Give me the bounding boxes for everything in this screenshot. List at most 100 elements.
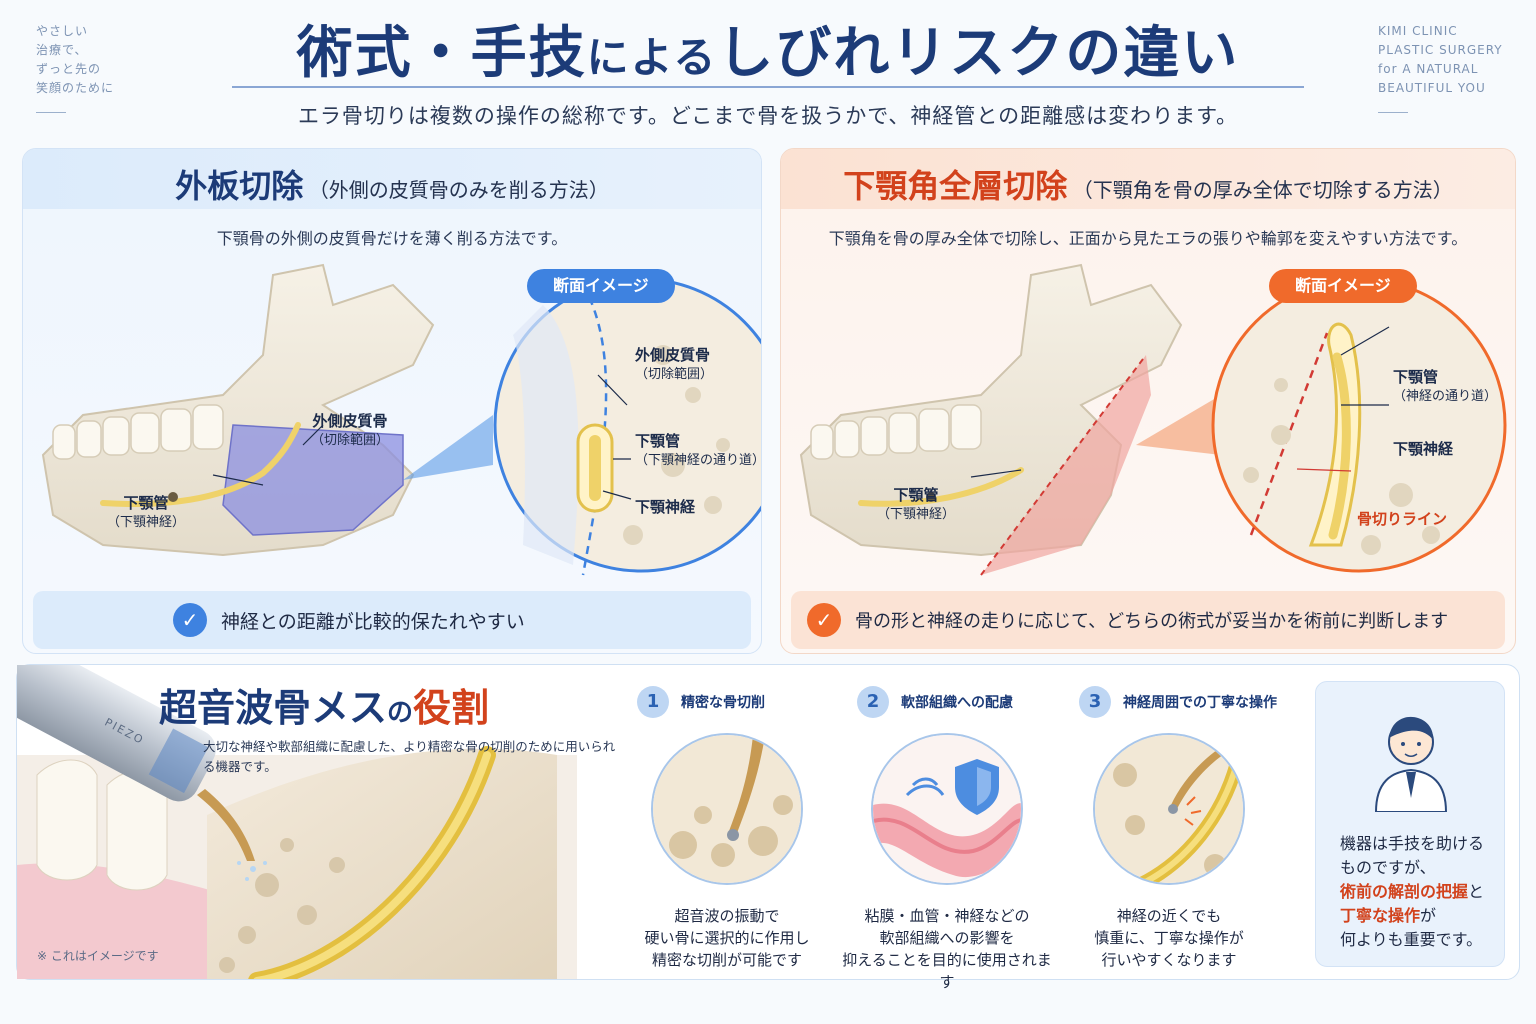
page-title-part2: による <box>586 33 718 82</box>
jaw-label-cortical-main: 外側皮質骨 <box>312 412 388 430</box>
step-soft-tissue-care: 2 軟部組織への配慮 粘膜・血管・神経などの 軟部組織への影響を 抑えることを目… <box>842 685 1067 991</box>
check-text: 骨の形と神経の走りに応じて、どちらの術式が妥当かを術前に判断します <box>855 611 1449 632</box>
circle-label-cortical: 外側皮質骨 （切除範囲） <box>635 345 713 385</box>
panel-header: 外板切除 （外側の皮質骨のみを削る方法） <box>23 149 761 209</box>
circle-label-canal-sub: （神経の通り道） <box>1393 389 1498 404</box>
jaw-label-canal-sub: （下顎神経） <box>877 507 956 522</box>
doctor-message-highlight: 術前の解剖の把握 <box>1340 882 1469 901</box>
step-image <box>651 733 803 885</box>
doctor-message-line: 機器は手技を助ける <box>1340 834 1485 853</box>
step-number: 3 <box>1079 686 1111 718</box>
doctor-message-highlight: 丁寧な操作 <box>1340 906 1421 925</box>
section-title: 超音波骨メスの役割 <box>159 677 489 732</box>
step-careful-operation: 3 神経周囲での丁寧な操作 神経の近くでも 慎重に、丁寧な操作が 行いやすくなり… <box>1079 685 1289 969</box>
jaw-label-canal-main: 下顎管 <box>123 494 169 512</box>
step-header: 2 軟部組織への配慮 <box>857 685 1067 719</box>
panel-outer-plate-resection: 外板切除 （外側の皮質骨のみを削る方法） 下顎骨の外側の皮質骨だけを薄く削る方法… <box>22 148 762 654</box>
doctor-message-line: ものですが、 <box>1340 858 1436 877</box>
tagline-left: やさしい 治療で、 ずっと先の 笑顔のために <box>36 22 114 113</box>
step-description-line: 抑えることを目的に使用されます <box>842 951 1052 991</box>
tagline-right-line: for A NATURAL <box>1378 62 1479 76</box>
panel-title: 下顎角全層切除 （下顎角を骨の厚み全体で切除する方法） <box>781 161 1515 207</box>
step-description-line: 行いやすくなります <box>1101 951 1237 969</box>
cross-section-badge: 断面イメージ <box>1269 269 1417 303</box>
check-icon: ✓ <box>173 603 207 637</box>
step-description-line: 神経の近くでも <box>1116 907 1222 925</box>
step-image <box>871 733 1023 885</box>
circle-label-canal-sub: （下顎神経の通り道） <box>635 453 762 468</box>
doctor-message: 機器は手技を助ける ものですが、 術前の解剖の把握と 丁寧な操作が 何よりも重要… <box>1340 832 1500 952</box>
circle-label-nerve: 下顎神経 <box>635 498 696 516</box>
tagline-right-line: PLASTIC SURGERY <box>1378 43 1503 57</box>
step-description-line: 軟部組織への影響を <box>879 929 1015 947</box>
jaw-label-canal-main: 下顎管 <box>893 486 939 504</box>
step-description-line: 精密な切削が可能です <box>651 951 802 969</box>
check-bar: ✓ 骨の形と神経の走りに応じて、どちらの術式が妥当かを術前に判断します <box>791 591 1505 649</box>
tagline-left-line: やさしい <box>36 24 89 38</box>
jaw-label-cortical: 外側皮質骨 （切除範囲） <box>311 411 389 451</box>
step-title: 精密な骨切削 <box>681 695 765 711</box>
step-description-line: 粘膜・血管・神経などの <box>864 907 1030 925</box>
step-header: 1 精密な骨切削 <box>637 685 847 719</box>
tagline-left-line: ずっと先の <box>36 62 102 76</box>
jaw-illustration-left <box>41 263 761 576</box>
circle-label-canal-main: 下顎管 <box>635 432 681 450</box>
soft-tissue-shield-icon <box>873 735 1021 883</box>
step-description: 神経の近くでも 慎重に、丁寧な操作が 行いやすくなります <box>1059 905 1279 971</box>
step-header: 3 神経周囲での丁寧な操作 <box>1079 685 1289 719</box>
page-title: 術式・手技によるしびれリスクの違い <box>240 8 1296 89</box>
jaw-illustration-right <box>799 263 1507 576</box>
circle-label-canal: 下顎管 （神経の通り道） <box>1393 367 1497 407</box>
jaw-label-canal: 下顎管 （下顎神経） <box>877 485 955 525</box>
circle-label-canal-main: 下顎管 <box>1393 368 1439 386</box>
step-number: 2 <box>857 686 889 718</box>
page-subtitle: エラ骨切りは複数の操作の総称です。どこまで骨を扱うかで、神経管との距離感は変わり… <box>297 104 1239 128</box>
section-description: 大切な神経や軟部組織に配慮した、より精密な骨の切削のために用いられる機器です。 <box>203 739 616 774</box>
tagline-right-line: KIMI CLINIC <box>1378 24 1458 38</box>
panel-full-thickness-resection: 下顎角全層切除 （下顎角を骨の厚み全体で切除する方法） 下顎角を骨の厚み全体で切… <box>780 148 1516 654</box>
circle-label-cortical-main: 外側皮質骨 <box>635 346 711 364</box>
cross-section-badge: 断面イメージ <box>527 269 675 303</box>
jaw-label-cortical-sub: （切除範囲） <box>311 433 390 448</box>
doctor-message-line: と <box>1468 882 1485 901</box>
step-number: 1 <box>637 686 669 718</box>
step-description-line: 硬い骨に選択的に作用し <box>644 929 810 947</box>
panel-title-paren: （外側の皮質骨のみを削る方法） <box>308 178 609 202</box>
check-bar: ✓ 神経との距離が比較的保たれやすい <box>33 591 751 649</box>
page-title-part1: 術式・手技 <box>296 20 587 86</box>
step-description: 超音波の振動で 硬い骨に選択的に作用し 精密な切削が可能です <box>617 905 837 971</box>
tagline-divider <box>36 112 66 113</box>
panel-description: 下顎骨の外側の皮質骨だけを薄く削る方法です。 <box>216 229 568 248</box>
tagline-left-line: 笑顔のために <box>36 81 115 95</box>
panel-ultrasonic-scalpel: PIEZO 超音波骨メスの役割 大切な神経や軟部組織に配慮した、より精密な骨の切… <box>16 664 1520 991</box>
tagline-right: KIMI CLINIC PLASTIC SURGERY for A NATURA… <box>1378 22 1503 113</box>
step-image <box>1093 733 1245 885</box>
tagline-divider <box>1378 112 1408 113</box>
title-divider <box>232 86 1304 88</box>
panel-title: 外板切除 （外側の皮質骨のみを削る方法） <box>23 161 761 207</box>
circle-label-cut-line: 骨切りライン <box>1357 510 1448 528</box>
circle-label-cortical-sub: （切除範囲） <box>635 367 714 382</box>
step-precise-cutting: 1 精密な骨切削 超音波の振動で 硬い骨に選択的に作用し 精密な切削が可能です <box>637 685 847 969</box>
page-title-part3: しびれリスクの違い <box>717 20 1240 86</box>
section-title-part3: 役割 <box>413 685 490 730</box>
image-note: ※ これはイメージです <box>37 949 159 963</box>
bone-cutting-icon <box>653 735 801 883</box>
doctor-message-line: が <box>1420 906 1437 925</box>
panel-title-main: 下顎角全層切除 <box>843 167 1068 205</box>
panel-title-main: 外板切除 <box>175 167 304 205</box>
tagline-left-line: 治療で、 <box>36 43 88 57</box>
tagline-right-line: BEAUTIFUL YOU <box>1378 81 1486 95</box>
panel-description: 下顎角を骨の厚み全体で切除し、正面から見たエラの張りや輪郭を変えやすい方法です。 <box>828 229 1468 248</box>
jaw-label-canal: 下顎管 （下顎神経） <box>107 493 185 533</box>
circle-label-nerve: 下顎神経 <box>1393 440 1454 458</box>
piezo-illustration <box>17 665 577 979</box>
step-description-line: 慎重に、丁寧な操作が <box>1094 929 1244 947</box>
section-title-part1: 超音波骨メス <box>159 685 388 730</box>
step-description: 粘膜・血管・神経などの 軟部組織への影響を 抑えることを目的に使用されます <box>837 905 1057 993</box>
check-icon: ✓ <box>807 603 841 637</box>
section-title-part2: の <box>387 698 414 728</box>
step-title: 軟部組織への配慮 <box>901 695 1013 711</box>
panel-header: 下顎角全層切除 （下顎角を骨の厚み全体で切除する方法） <box>781 149 1515 209</box>
circle-label-canal: 下顎管 （下顎神経の通り道） <box>635 431 761 471</box>
